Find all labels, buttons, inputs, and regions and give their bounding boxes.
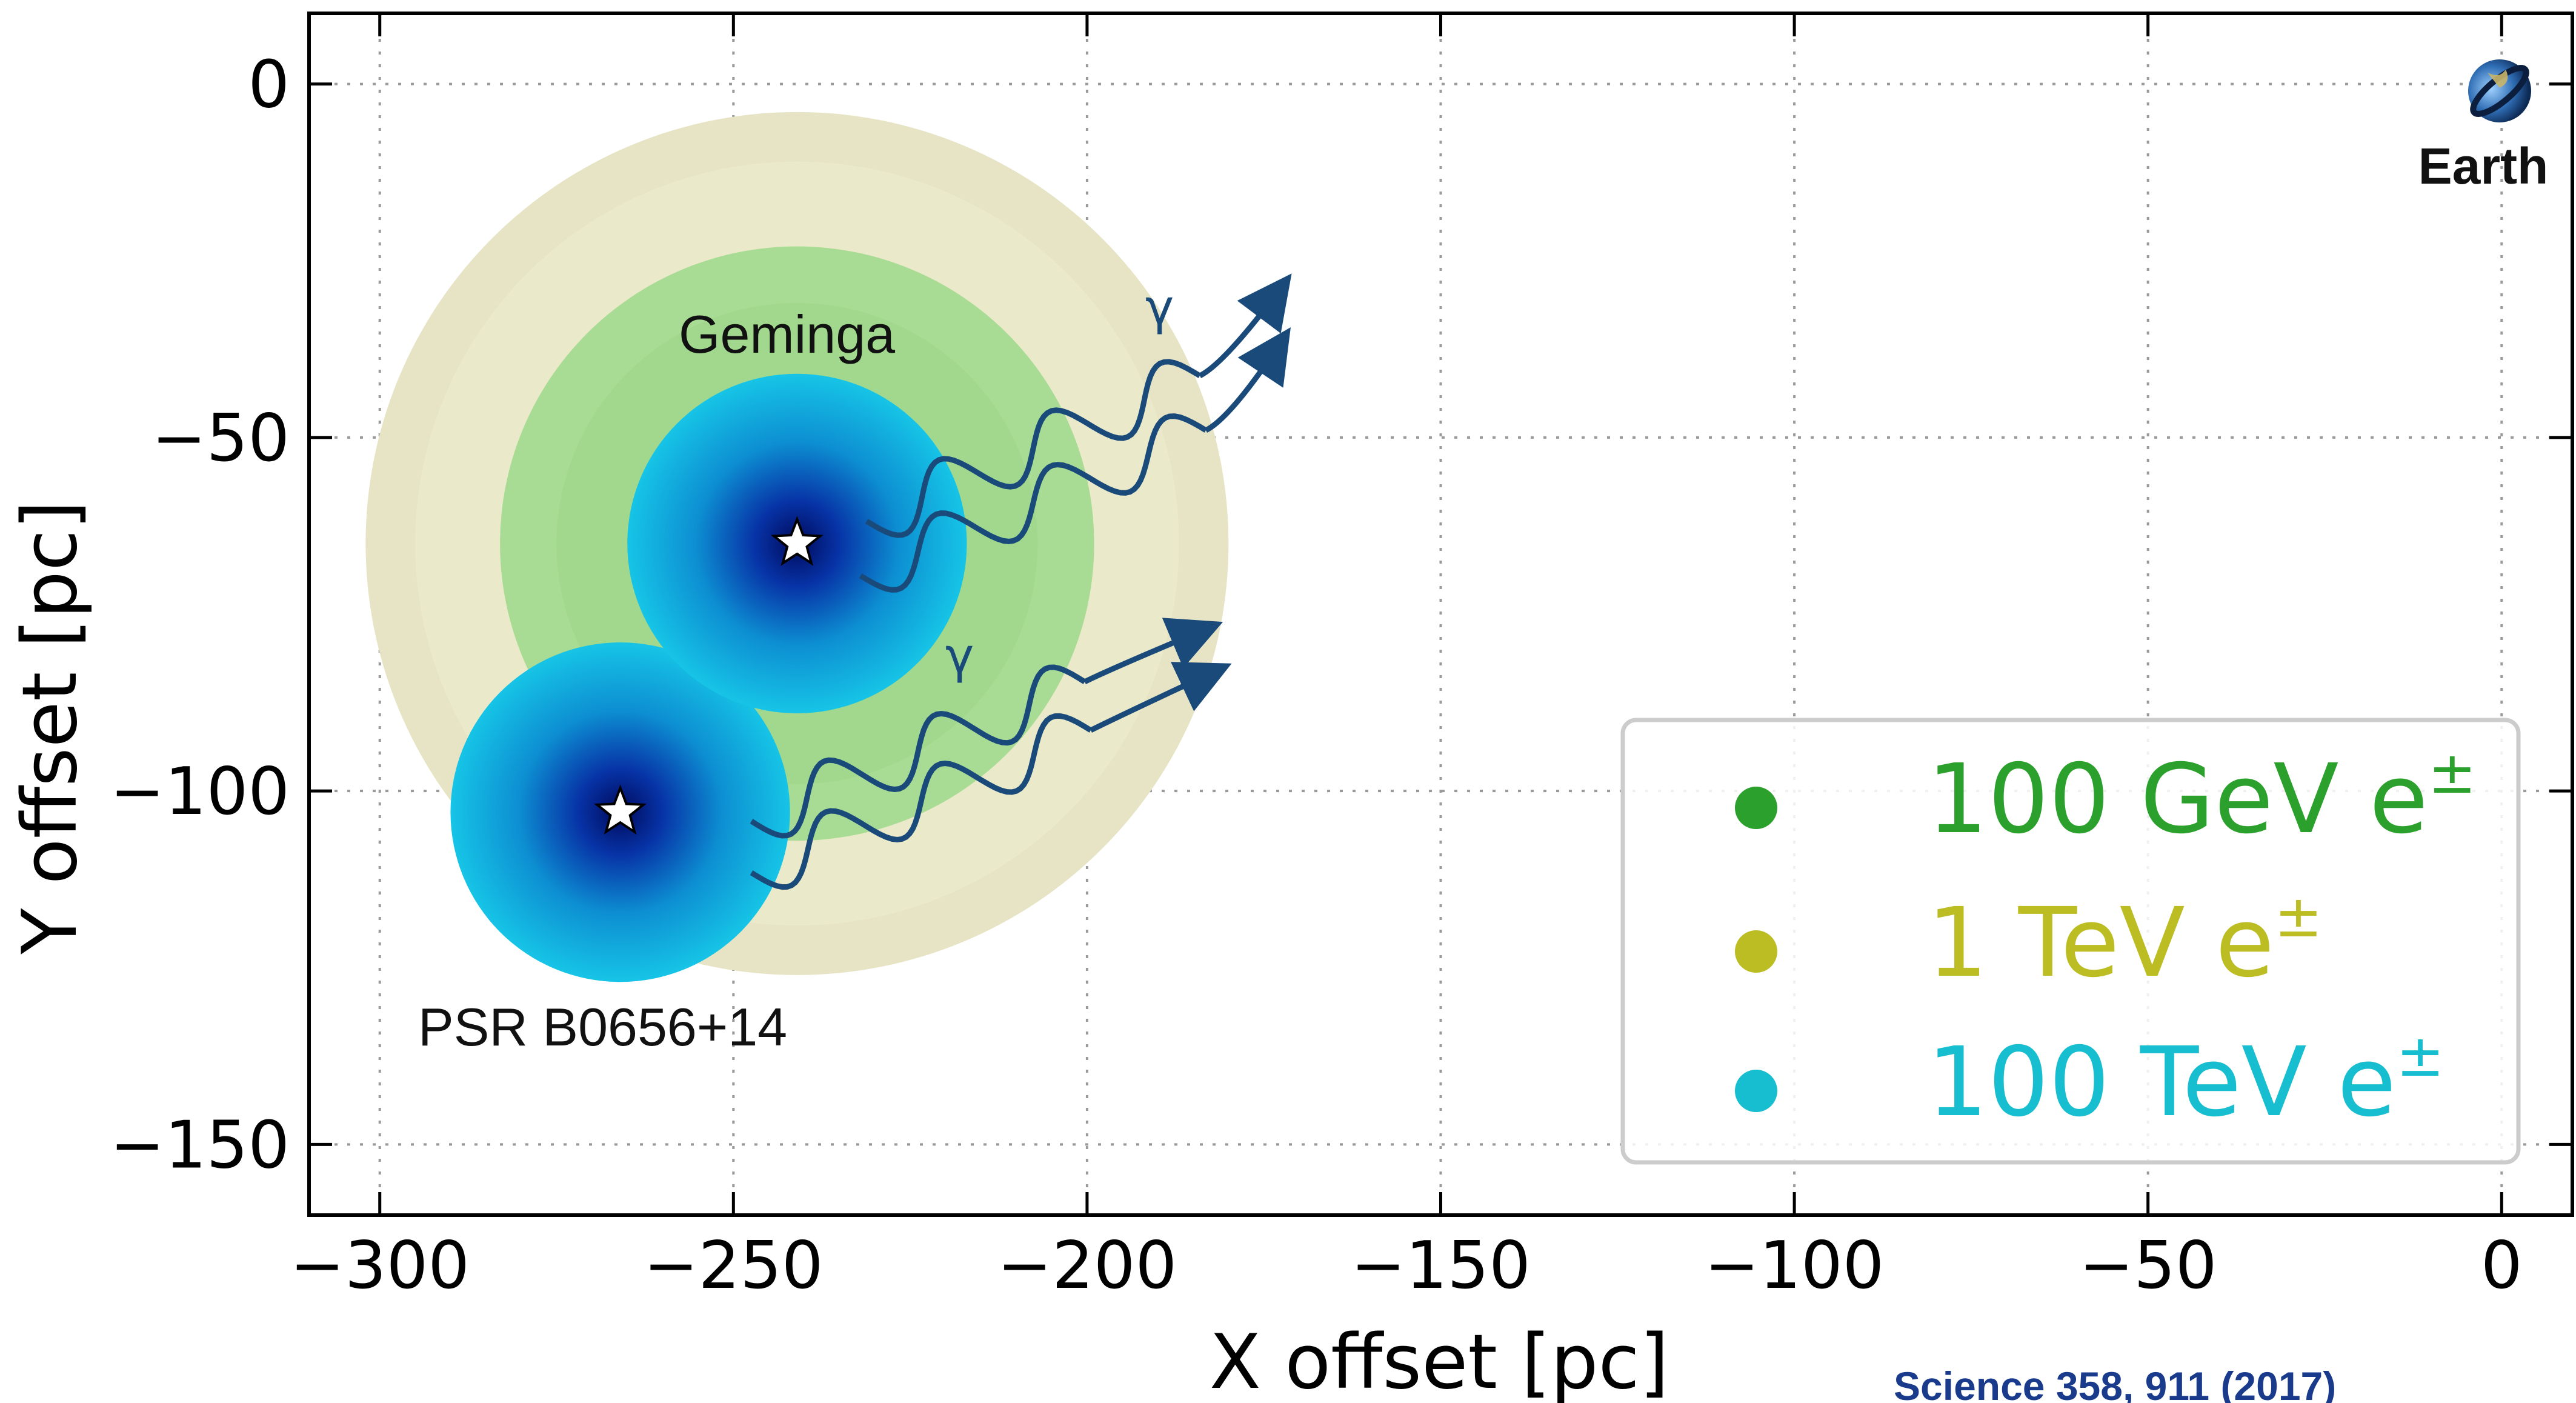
ticks: [309, 13, 2572, 1215]
legend-label: 100 TeV e±: [1927, 1023, 2445, 1138]
gamma-label: γ: [945, 628, 974, 684]
gamma-ray-arrow: [1089, 662, 1232, 733]
y-axis-label: Y offset [pc]: [7, 500, 94, 955]
citation: Science 358, 911 (2017): [1894, 1364, 2336, 1403]
x-tick-label: −300: [290, 1228, 470, 1304]
tick-labels: −300 −250 −200 −150 −100 −50 0 0 −50 −100 −150: [110, 47, 2522, 1304]
y-tick-label: 0: [248, 47, 290, 123]
x-tick-label: −100: [1705, 1228, 1885, 1304]
gamma-ray: [859, 413, 1208, 593]
gamma-ray: [865, 359, 1202, 538]
earth-icon: [2468, 59, 2531, 122]
legend-superscript: ±: [2428, 740, 2477, 807]
legend-box: [1620, 718, 2521, 1165]
y-tick-label: −50: [151, 401, 290, 476]
legend-marker: [1735, 1070, 1777, 1112]
x-axis-label: X offset [pc]: [1210, 1319, 1669, 1403]
star-icon: [594, 784, 647, 835]
legend-label: 100 GeV e±: [1927, 740, 2477, 855]
legend-label: 1 TeV e±: [1927, 884, 2323, 999]
gamma-ray-arrow: [1204, 327, 1291, 433]
legend-marker: [1735, 930, 1777, 973]
gamma-ray-arrow: [1083, 618, 1223, 685]
x-tick-label: −250: [644, 1228, 824, 1304]
source-label-geminga: Geminga: [679, 304, 895, 364]
earth-terminator: [2470, 65, 2529, 117]
star-icon: [770, 516, 824, 566]
gamma-label: γ: [1145, 279, 1174, 336]
x-tick-label: −150: [1351, 1228, 1531, 1304]
legend-superscript: ±: [2396, 1023, 2445, 1090]
y-tick-label: −150: [110, 1107, 290, 1183]
photons: [750, 273, 1292, 890]
earth-marker: Earth: [2418, 59, 2549, 195]
legend: 100 GeV e± 1 TeV e± 100 TeV e±: [1620, 718, 2521, 1165]
x-tick-label: −200: [997, 1228, 1177, 1304]
earth-continent: [2488, 70, 2508, 88]
y-tick-label: −100: [110, 754, 290, 830]
legend-marker: [1735, 787, 1777, 829]
gamma-ray: [750, 664, 1087, 839]
x-tick-label: 0: [2481, 1228, 2523, 1304]
gamma-ray-arrow: [1198, 273, 1292, 379]
stars: [594, 516, 824, 835]
earth-label: Earth: [2418, 138, 2549, 195]
legend-superscript: ±: [2274, 884, 2323, 950]
source-label-psr: PSR B0656+14: [418, 997, 787, 1057]
gamma-ray: [750, 713, 1093, 890]
x-tick-label: −50: [2079, 1228, 2217, 1304]
